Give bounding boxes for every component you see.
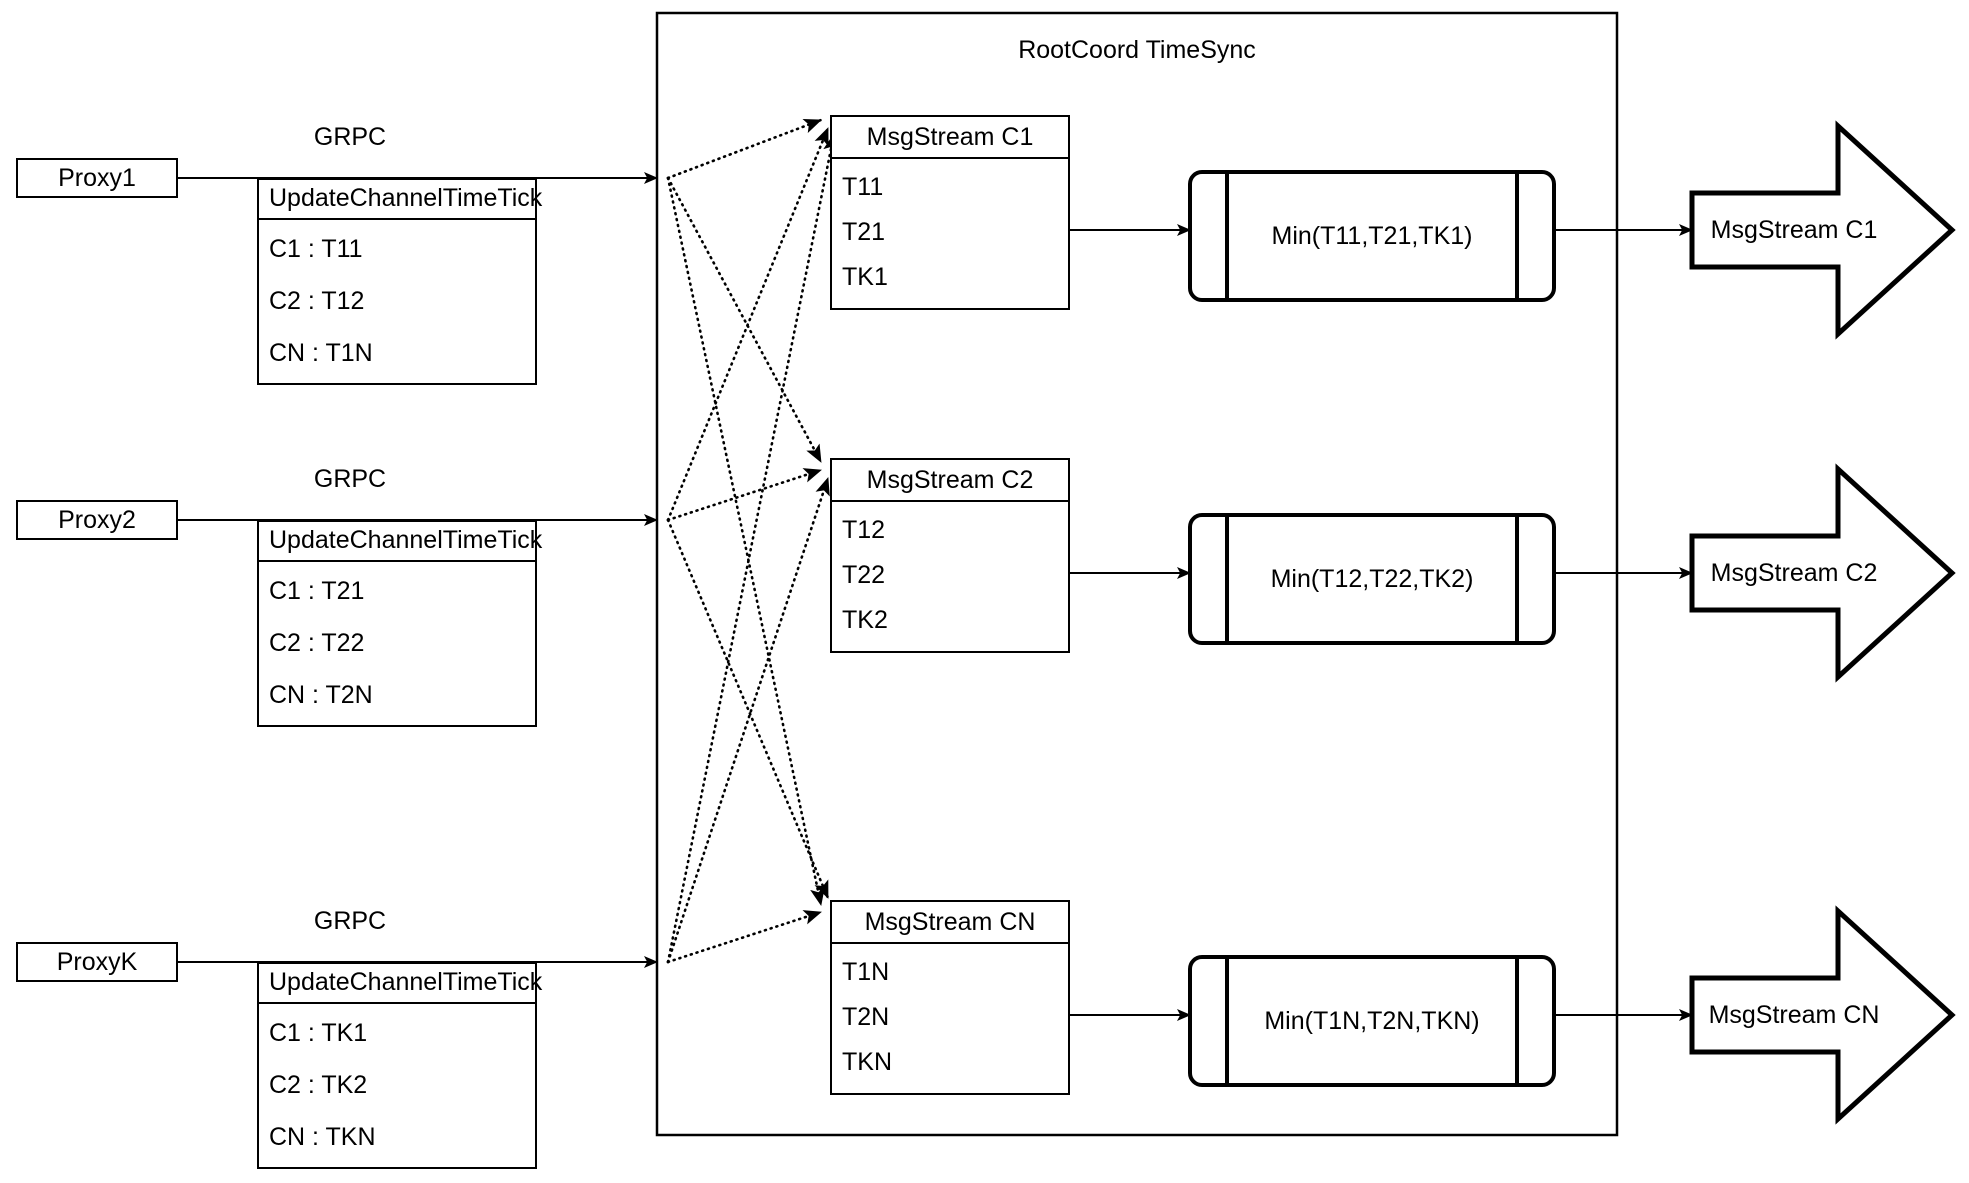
update-channel-timetick-box-proxy1[interactable]: UpdateChannelTimeTick C1 : T11 C2 : T12 … [257,178,542,385]
min-process-c1[interactable]: Min(T11,T21,TK1) [1271,221,1473,250]
msgstream-rows: T11 T21 TK1 [832,159,1068,308]
output-msgstream-c1[interactable]: MsgStream C1 [1710,215,1878,244]
timetick-row: CN : T2N [269,680,373,709]
msgstream-row: T1N [842,958,890,986]
msgstream-row: TKN [842,1048,892,1076]
dispatch-p2-cn [666,518,830,900]
proxy-label: Proxy2 [58,505,136,534]
min-process-cn[interactable]: Min(T1N,T2N,TKN) [1264,1006,1480,1035]
msgstream-row: T21 [842,218,886,246]
update-channel-timetick-rows: C1 : T11 C2 : T12 CN : T1N [259,220,535,383]
msgstream-rows: T12 T22 TK2 [832,502,1068,651]
update-channel-timetick-title: UpdateChannelTimeTick [259,180,542,220]
proxy-label: Proxy1 [58,163,136,192]
timetick-row: C1 : T21 [269,577,365,606]
update-channel-timetick-rows: C1 : TK1 C2 : TK2 CN : TKN [259,1004,535,1167]
msgstream-box-c2[interactable]: MsgStream C2 T12 T22 TK2 [830,458,1070,653]
msgstream-title: MsgStream CN [832,902,1068,944]
proxy-label: ProxyK [56,947,138,976]
proxy-box-proxy2[interactable]: Proxy2 [16,500,178,540]
rootcoord-container-title: RootCoord TimeSync [1018,36,1256,64]
timetick-row: C2 : TK2 [269,1070,368,1099]
timetick-row: C1 : TK1 [269,1019,368,1048]
min-process-c2[interactable]: Min(T12,T22,TK2) [1270,564,1474,593]
msgstream-row: TK2 [842,606,888,634]
dispatch-pk-cn [666,910,823,964]
dispatch-p2-c2 [666,468,823,522]
grpc-label-proxy2: GRPC [313,465,387,493]
timetick-row: C2 : T12 [269,286,365,315]
dispatch-p1-c1 [666,118,823,180]
output-block-arrows [1689,120,1956,1125]
update-channel-timetick-box-proxy2[interactable]: UpdateChannelTimeTick C1 : T21 C2 : T22 … [257,520,542,727]
update-channel-timetick-title: UpdateChannelTimeTick [259,964,542,1004]
msgstream-title: MsgStream C1 [832,117,1068,159]
timetick-row: C1 : T11 [269,235,363,264]
msgstream-row: T12 [842,516,886,544]
msgstream-row: T2N [842,1003,890,1031]
msgstream-row: TK1 [842,263,888,291]
dispatch-p1-c2 [666,176,823,464]
dispatch-p1-cn [666,176,825,907]
proxy-box-proxy1[interactable]: Proxy1 [16,158,178,198]
dispatch-pk-c2 [666,476,830,964]
dispatch-p2-c1 [666,126,830,522]
update-channel-timetick-rows: C1 : T21 C2 : T22 CN : T2N [259,562,535,725]
update-channel-timetick-box-proxyk[interactable]: UpdateChannelTimeTick C1 : TK1 C2 : TK2 … [257,962,542,1169]
grpc-label-proxy1: GRPC [313,123,387,151]
msgstream-row: T11 [842,173,884,201]
update-channel-timetick-title: UpdateChannelTimeTick [259,522,542,562]
output-msgstream-c2[interactable]: MsgStream C2 [1710,558,1878,587]
msgstream-title: MsgStream C2 [832,460,1068,502]
msgstream-row: T22 [842,561,886,589]
grpc-label-proxyk: GRPC [313,907,387,935]
timetick-row: CN : T1N [269,338,373,367]
msgstream-rows: T1N T2N TKN [832,944,1068,1093]
timetick-row: C2 : T22 [269,628,365,657]
timetick-row: CN : TKN [269,1122,376,1151]
dispatch-pk-c1 [666,132,839,964]
timetick-dispatch-lines [666,118,839,964]
proxy-box-proxyk[interactable]: ProxyK [16,942,178,982]
msgstream-box-cn[interactable]: MsgStream CN T1N T2N TKN [830,900,1070,1095]
output-msgstream-cn[interactable]: MsgStream CN [1708,1000,1880,1029]
msgstream-box-c1[interactable]: MsgStream C1 T11 T21 TK1 [830,115,1070,310]
